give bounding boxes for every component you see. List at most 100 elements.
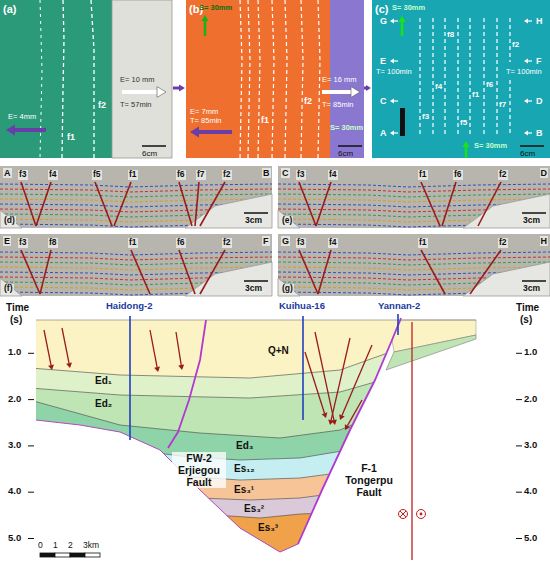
shear-arrow-shaft <box>401 22 404 36</box>
section-end-letter: A <box>380 128 387 138</box>
strata-line <box>278 189 550 192</box>
strata-line <box>278 184 550 187</box>
section-line-arrow <box>390 131 398 136</box>
photo-label: f2 <box>222 170 232 180</box>
parameter-note: T= 85min <box>190 117 221 126</box>
fault-line <box>470 250 501 294</box>
strata-line <box>278 257 550 260</box>
section-end-letter: F <box>262 236 270 246</box>
extension-arrow-shaft <box>15 128 46 132</box>
stage-arrow-shaft <box>173 87 179 90</box>
photo-label: f3 <box>18 238 28 248</box>
shear-arrow-shaft <box>465 147 468 158</box>
section-end-letter: H <box>536 16 543 26</box>
section-line-arrow-shaft <box>394 100 398 101</box>
fault-trace <box>91 0 94 158</box>
minor-fault-head <box>154 367 160 372</box>
scale-bar <box>522 212 546 214</box>
shear-arrow-shaft <box>204 21 207 36</box>
tick-label: 1.0 <box>524 347 537 358</box>
section-end-letter: C <box>281 168 290 178</box>
horizon-line <box>30 345 410 378</box>
panel-letter: (c) <box>375 3 388 16</box>
section-end-letter: E <box>3 236 11 246</box>
fault-line <box>421 250 445 294</box>
fault-trace <box>483 18 484 136</box>
minor-fault-head <box>322 412 328 418</box>
extension-arrow <box>190 127 232 138</box>
rigid-block <box>463 262 550 296</box>
photo-label: f2 <box>498 170 508 180</box>
model-section-photo <box>0 166 272 228</box>
scale-segment <box>40 553 55 557</box>
well-name: Kuihua-16 <box>279 301 325 312</box>
stage-arrow <box>173 84 185 91</box>
extension-arrow-head <box>157 87 166 98</box>
fault-line <box>131 250 150 294</box>
minor-fault-shaft <box>342 345 372 415</box>
strata-line <box>278 194 550 197</box>
photo-label: f1 <box>128 170 138 180</box>
scale-bar <box>244 280 268 282</box>
fault-name: f1 <box>67 132 75 142</box>
section-line-arrow-head <box>390 99 394 104</box>
minor-fault <box>305 352 327 418</box>
section-line-arrow-head <box>390 131 394 136</box>
fault-title: F-1 Tongerpu Fault <box>342 462 396 498</box>
fault-trace <box>496 18 497 136</box>
scale-label: 2 <box>68 541 73 551</box>
symbol-cross <box>400 511 406 517</box>
model-section-photo <box>0 234 272 296</box>
photo-label: f2 <box>222 238 232 248</box>
scale-label: 6cm <box>338 149 353 158</box>
scale-label: 1 <box>53 541 58 551</box>
fault-name: f6 <box>486 80 493 89</box>
stratum-name: Ed₂ <box>95 398 112 410</box>
section-line-arrow-head <box>390 19 394 24</box>
section-end-letter: C <box>380 96 387 106</box>
fault-trace <box>509 80 510 136</box>
tick-label: 5.0 <box>524 533 537 544</box>
fault-trace <box>469 18 470 136</box>
section-end-letter: B <box>262 168 271 178</box>
section-line-arrow-shaft <box>394 132 398 133</box>
horizon-line <box>30 510 410 520</box>
minor-fault-head <box>48 365 54 370</box>
strata-line <box>0 184 272 187</box>
symbol-ring <box>399 510 408 519</box>
axis-tick <box>28 399 34 400</box>
fault-line <box>114 182 131 226</box>
stratum-name: Ed₁ <box>95 375 112 387</box>
photo-label: 3cm <box>244 284 263 294</box>
horizon-line <box>30 372 410 398</box>
axis-tick <box>516 492 522 493</box>
well-trace <box>302 316 304 420</box>
strata-line <box>0 267 272 270</box>
minor-fault <box>345 400 362 430</box>
shear-arrow <box>398 16 405 36</box>
cross-section <box>28 314 522 564</box>
photo-label: f6 <box>453 170 463 180</box>
scale-bar <box>338 145 362 147</box>
scale-label: 6cm <box>520 149 535 158</box>
minor-fault <box>62 328 72 368</box>
extension-arrow-shaft <box>322 90 351 94</box>
parameter-note: E= 16 mm <box>322 76 356 85</box>
fault-name: f1 <box>261 115 269 125</box>
parameter-note: T= 57min <box>120 101 151 110</box>
strata-line <box>278 252 550 255</box>
model-section-photo <box>278 166 550 228</box>
fault-name: f8 <box>447 30 454 39</box>
scale-label: 0 <box>38 541 43 551</box>
fault-name: f2 <box>304 96 312 106</box>
section-line-arrow-head <box>524 131 528 136</box>
photo-label: f1 <box>418 170 428 180</box>
axis-tick <box>516 353 522 354</box>
scale-bar <box>244 212 268 214</box>
minor-fault-head <box>339 414 345 420</box>
well-trace <box>397 314 399 335</box>
fault-line <box>478 182 501 226</box>
well-name: Haidong-2 <box>106 301 152 312</box>
strata-line <box>278 199 550 202</box>
